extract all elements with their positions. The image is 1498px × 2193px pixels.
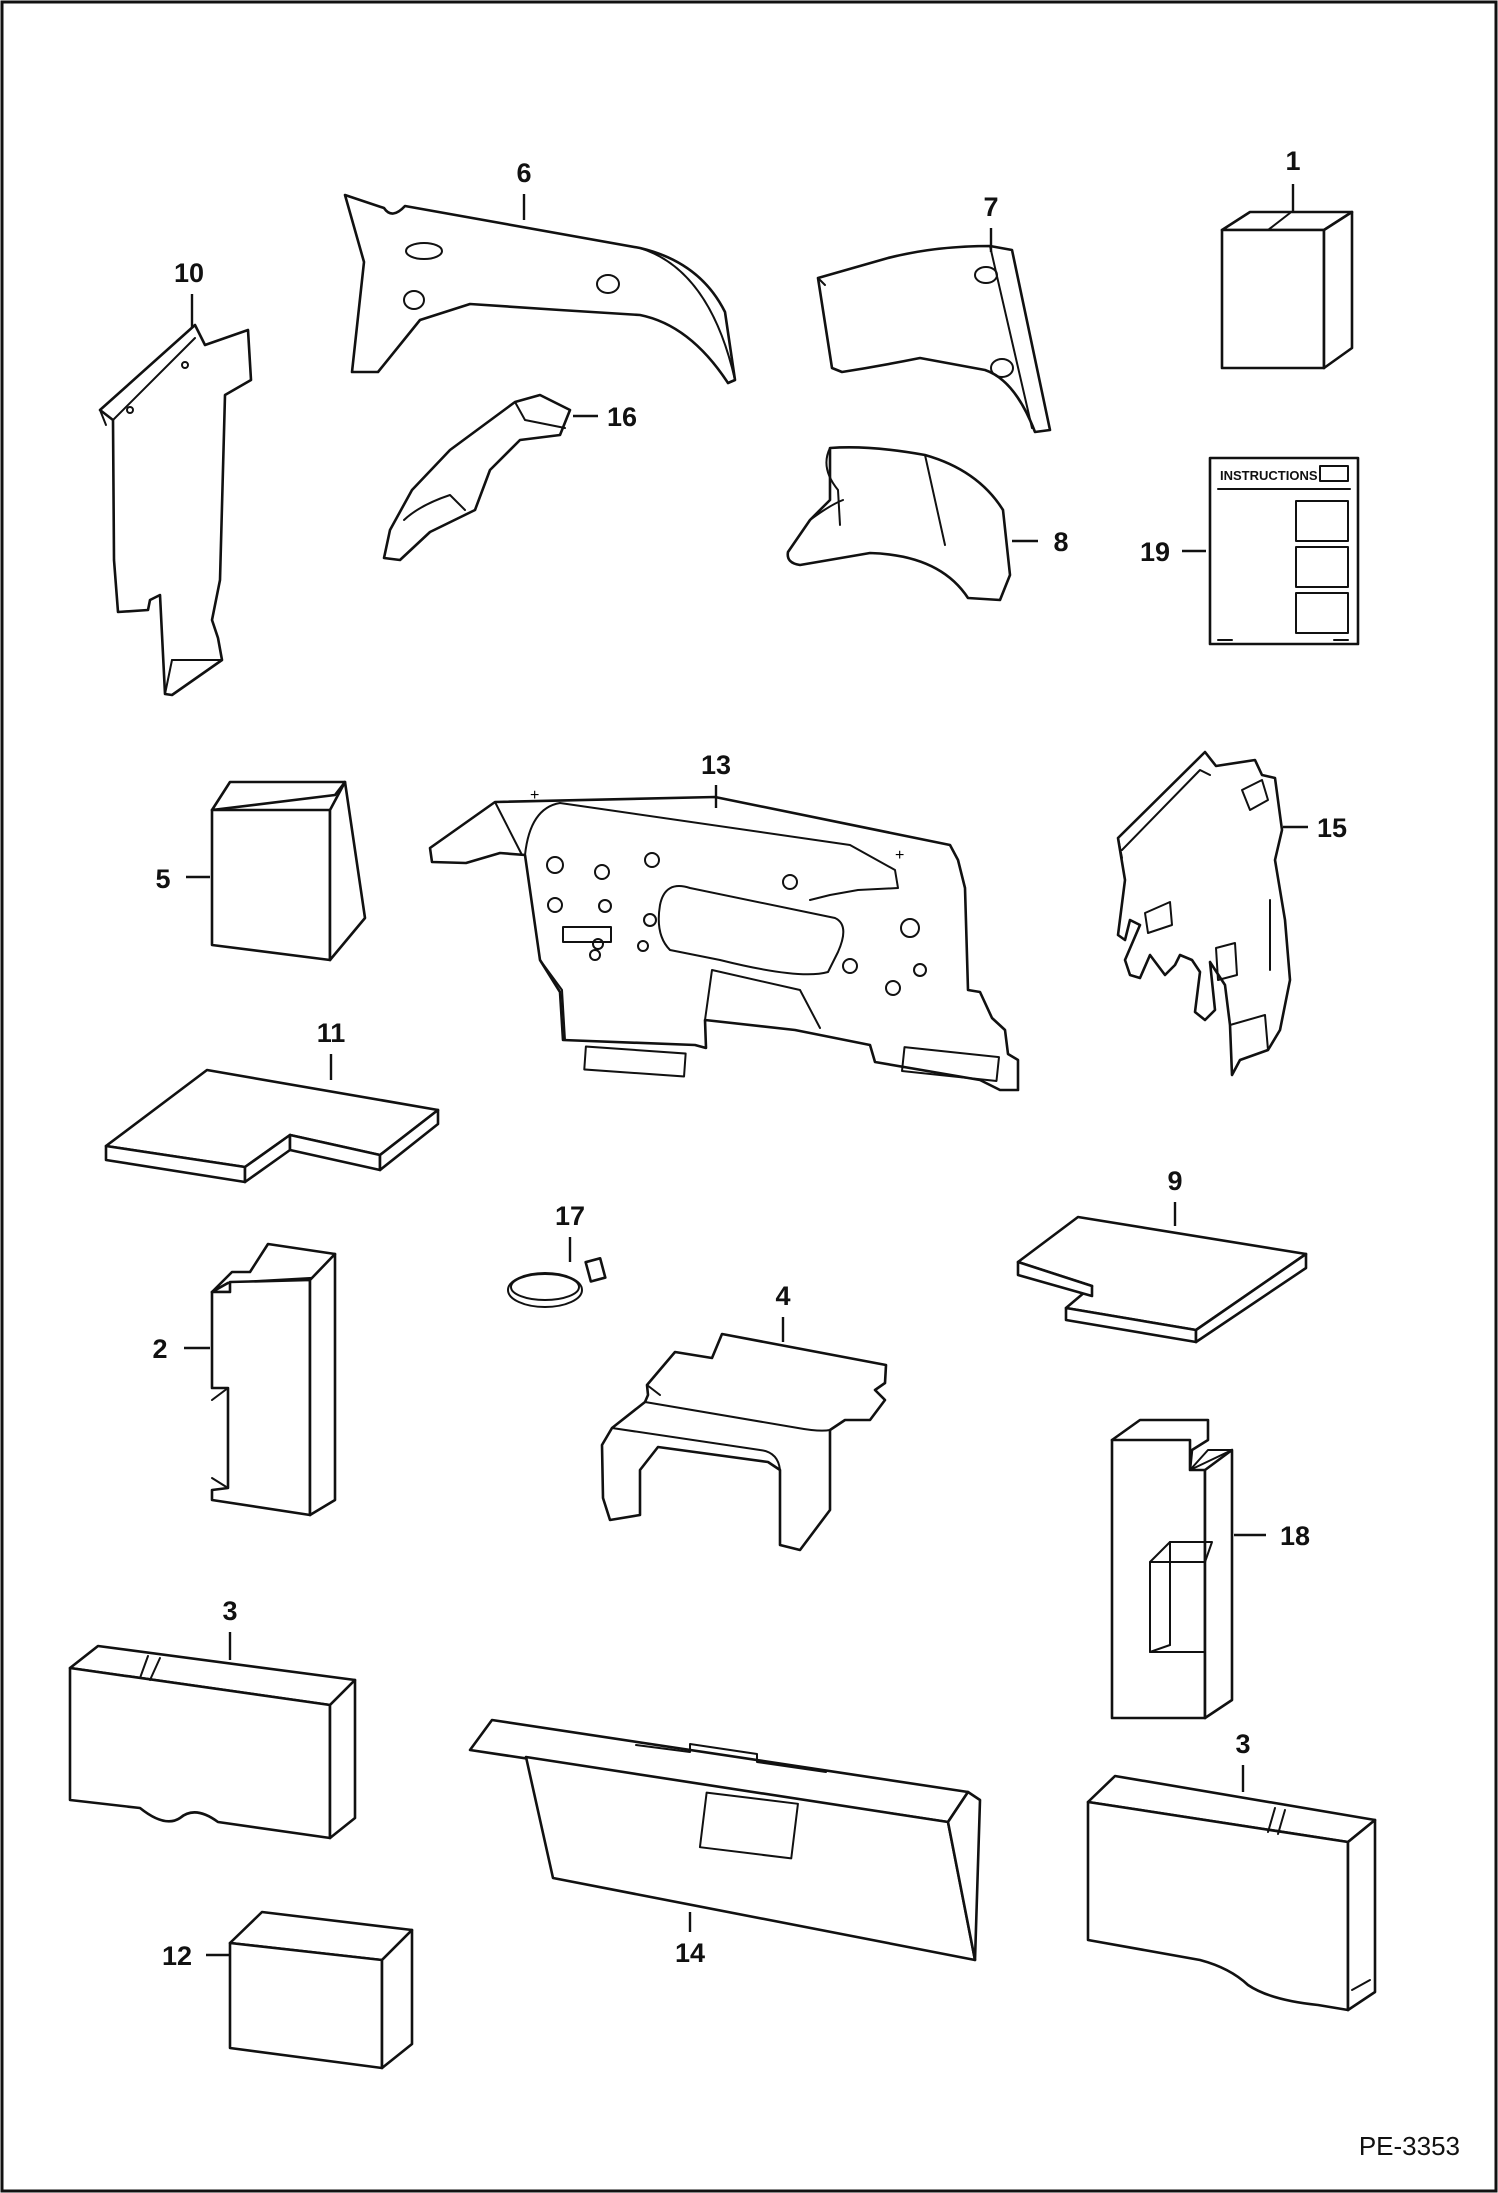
part-1-box	[1220, 210, 1354, 370]
label-part-16: 16	[607, 402, 637, 432]
part-8-cover	[786, 446, 1012, 602]
label-part-2: 2	[152, 1334, 167, 1364]
label-part-10: 10	[174, 258, 204, 288]
part-9-l-plate	[1016, 1215, 1308, 1344]
part-5-wedge-block	[210, 780, 367, 962]
label-part-4: 4	[775, 1281, 790, 1311]
part-6-panel	[343, 193, 737, 385]
part-16-bracket	[382, 393, 572, 562]
plate-mark-plus-left: +	[530, 787, 539, 804]
label-part-12: 12	[162, 1941, 192, 1971]
part-19-instructions-sheet: INSTRUCTIONS	[1208, 456, 1360, 646]
part-4-channel-bracket	[600, 1332, 888, 1552]
part-17-strap	[507, 1256, 607, 1308]
part-3-right-block	[1086, 1774, 1377, 2012]
part-13-plate: + +	[428, 787, 1020, 1092]
label-part-1: 1	[1285, 146, 1300, 176]
label-part-13: 13	[701, 750, 731, 780]
label-part-3-left: 3	[222, 1596, 237, 1626]
label-part-19: 19	[1140, 537, 1170, 567]
label-part-8: 8	[1053, 527, 1068, 557]
drawing-reference-code: PE-3353	[1359, 2131, 1460, 2161]
label-part-7: 7	[983, 192, 998, 222]
part-2-notched-block	[210, 1242, 337, 1517]
label-part-9: 9	[1167, 1166, 1182, 1196]
label-part-11: 11	[317, 1018, 346, 1048]
part-7-bracket	[816, 244, 1052, 434]
part-10-tall-panel	[98, 323, 253, 697]
part-14-long-cover	[468, 1718, 982, 1962]
part-18-tall-block	[1110, 1418, 1234, 1720]
plate-mark-plus-right: +	[895, 847, 904, 864]
label-part-17: 17	[555, 1201, 585, 1231]
label-part-15: 15	[1317, 813, 1347, 843]
instructions-title: INSTRUCTIONS	[1220, 468, 1318, 483]
label-part-5: 5	[155, 864, 170, 894]
part-11-l-plate	[104, 1068, 440, 1184]
label-part-3-right: 3	[1235, 1729, 1250, 1759]
part-15-cutout-panel	[1116, 750, 1292, 1077]
part-12-small-block	[228, 1910, 414, 2070]
label-part-6: 6	[516, 158, 531, 188]
part-3-left-block	[68, 1644, 357, 1840]
label-part-18: 18	[1280, 1521, 1310, 1551]
label-part-14: 14	[675, 1938, 705, 1968]
